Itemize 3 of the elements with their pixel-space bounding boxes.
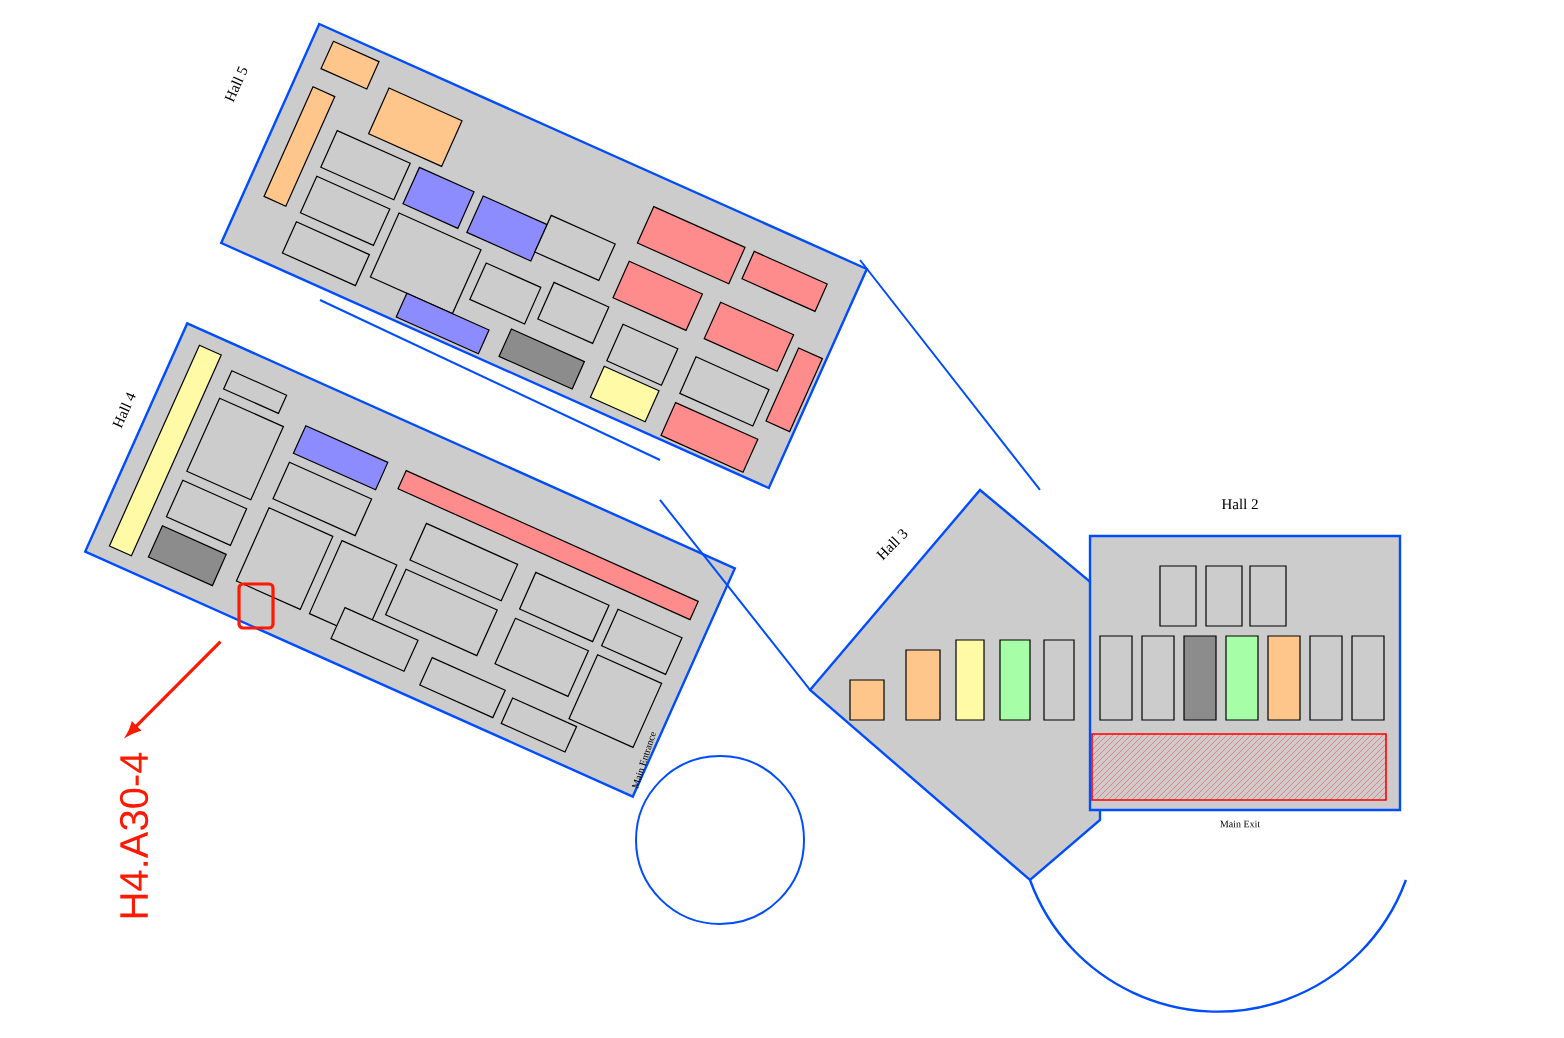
booth-code: H4.A30-4 — [119, 752, 149, 918]
arrow — [126, 640, 222, 736]
highlighted-booth — [237, 582, 275, 630]
